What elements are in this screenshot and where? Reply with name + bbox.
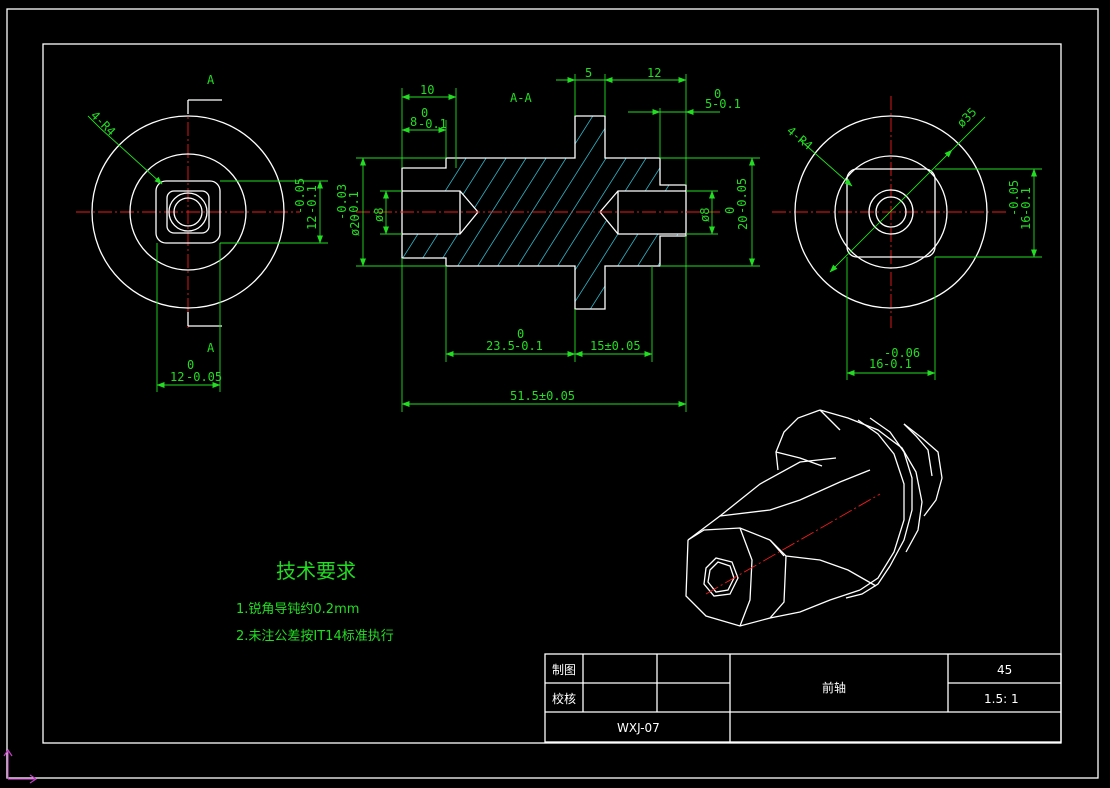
left-width-tol-upper: 0 xyxy=(187,358,194,372)
scale: 1.5: 1 xyxy=(984,692,1019,706)
drawing-number: WXJ-07 xyxy=(617,721,660,735)
section-title: A-A xyxy=(510,91,532,105)
section-hatch xyxy=(402,116,686,309)
dim-23-5: 23.5 xyxy=(486,339,515,353)
dim-20-tol-upper: 0 xyxy=(723,207,737,214)
right-fillet-note: 4-R4 xyxy=(784,124,815,153)
dim-23-5-tol-lower: -0.1 xyxy=(514,339,543,353)
right-width-tol-upper: -0.06 xyxy=(884,346,920,360)
dia-20-dim: ø20 xyxy=(348,214,362,236)
checked-label: 校核 xyxy=(552,691,576,706)
notes-item-2: 2.未注公差按IT14标准执行 xyxy=(236,629,394,644)
right-width-tol-lower: -0.1 xyxy=(883,357,912,371)
outer-border xyxy=(6,8,1099,779)
inner-border xyxy=(42,43,1062,744)
dim-5b-tol-upper: 0 xyxy=(714,87,721,101)
dia-20-tol-lower: -0.1 xyxy=(347,191,361,220)
bore-right-dim: ø8 xyxy=(698,208,712,222)
notes-title: 技术要求 xyxy=(276,559,356,583)
dim-8-tol-lower: -0.1 xyxy=(418,117,447,131)
notes-item-1: 1.锐角导钝约0.2mm xyxy=(236,602,359,617)
section-view: A-A xyxy=(335,66,760,412)
left-height-tol-upper: -0.05 xyxy=(293,178,307,214)
section-mark-top: A xyxy=(207,73,215,87)
title-block: 制图 校核 前轴 45 1.5: 1 WXJ-07 xyxy=(544,653,1062,743)
dim-8-tol-upper: 0 xyxy=(421,106,428,120)
dim-23-5-tol-upper: 0 xyxy=(517,327,524,341)
dim-10: 10 xyxy=(420,83,434,97)
ucs-axis-icon xyxy=(3,748,38,784)
dim-5: 5 xyxy=(585,66,592,80)
left-end-view: A A 4-R4 12 0 -0.05 12 -0.05 -0.1 xyxy=(76,73,328,392)
left-width-tol-lower: -0.05 xyxy=(186,370,222,384)
dia-20-tol-upper: -0.03 xyxy=(335,184,349,220)
left-height-tol-lower: -0.1 xyxy=(305,185,319,214)
right-end-view: ø35 4-R4 16 -0.05 -0.1 16 -0.06 -0.1 xyxy=(772,96,1042,380)
right-height-tol-lower: -0.1 xyxy=(1019,187,1033,216)
dim-8: 8 xyxy=(410,115,417,129)
left-height-dim: 12 xyxy=(305,216,319,230)
right-height-tol-upper: -0.05 xyxy=(1007,180,1021,216)
left-fillet-note: 4-R4 xyxy=(88,108,118,138)
dim-5b-tol-lower: -0.1 xyxy=(712,97,741,111)
part-name: 前轴 xyxy=(822,680,846,695)
dim-5b: 5 xyxy=(705,97,712,111)
dim-12: 12 xyxy=(647,66,661,80)
bore-left-dim: ø8 xyxy=(372,208,386,222)
material: 45 xyxy=(997,663,1012,677)
dim-51-5: 51.5±0.05 xyxy=(510,389,575,403)
section-mark-bottom: A xyxy=(207,341,215,355)
dim-20: 20 xyxy=(736,216,750,230)
right-width-dim: 16 xyxy=(869,357,883,371)
drawn-label: 制图 xyxy=(552,663,576,677)
right-height-dim: 16 xyxy=(1019,216,1033,230)
left-width-dim: 12 xyxy=(170,370,184,384)
dim-15: 15±0.05 xyxy=(590,339,641,353)
dim-20-tol-lower: -0.05 xyxy=(735,178,749,214)
isometric-view xyxy=(685,409,943,627)
